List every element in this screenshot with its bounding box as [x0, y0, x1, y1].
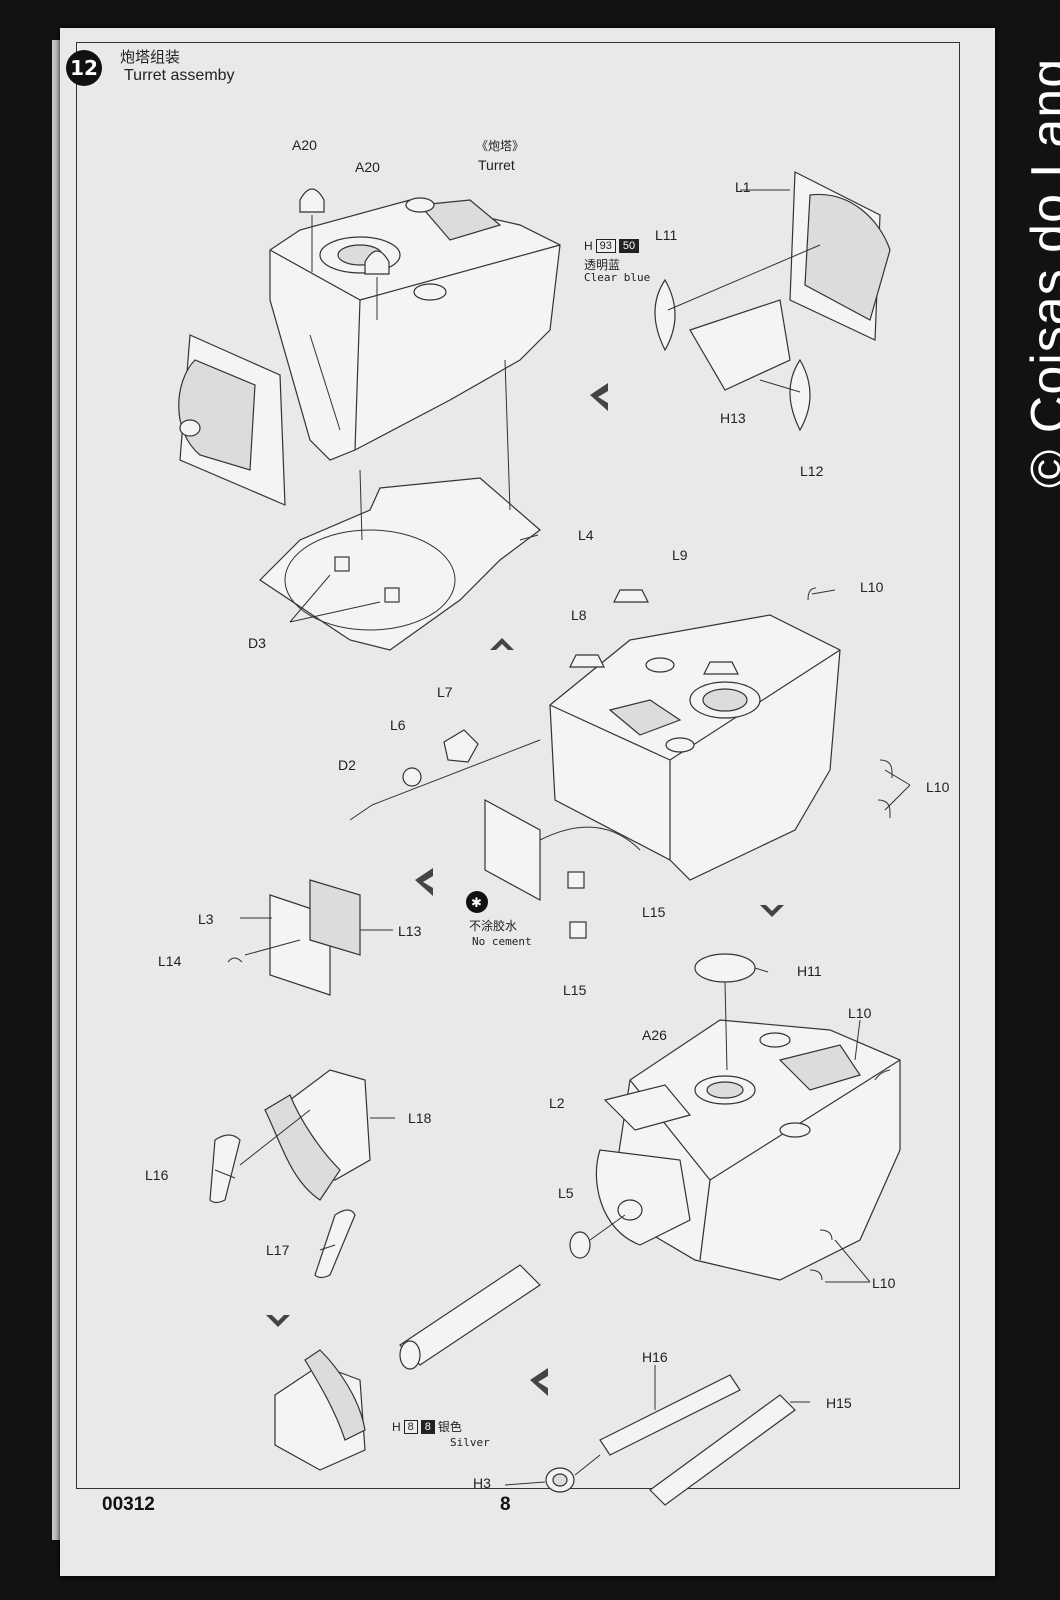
mantlet-assembly — [209, 1069, 541, 1471]
no-cement-en: No cement — [472, 935, 532, 948]
barrel-parts — [545, 1374, 796, 1506]
label-l3: L3 — [198, 911, 214, 927]
label-l12: L12 — [800, 463, 824, 479]
label-l10-mid: L10 — [848, 1005, 872, 1021]
label-h11: H11 — [797, 963, 822, 979]
no-cement-cn: 不涂胶水 — [469, 918, 517, 933]
label-a20-2: A20 — [355, 159, 380, 175]
step-title-cn: 炮塔组装 — [120, 48, 181, 66]
product-code: 00312 — [102, 1494, 155, 1515]
label-l18: L18 — [408, 1110, 432, 1126]
rear-hatch-assembly — [654, 171, 891, 432]
leader-lines — [214, 534, 911, 1486]
step-title-en: Turret assemby — [124, 67, 235, 84]
label-l14: L14 — [158, 953, 182, 969]
silver-en: Silver — [450, 1436, 490, 1449]
label-h13: H13 — [720, 410, 746, 426]
silver-paint-callout: H 8 8 银色 — [392, 1419, 462, 1434]
label-h16: H16 — [642, 1349, 668, 1365]
label-l10-right: L10 — [926, 779, 950, 795]
turret-upper-assembly — [178, 188, 561, 651]
clear-blue-cn: 透明蓝 — [584, 258, 621, 272]
label-l15-b: L15 — [563, 982, 587, 998]
label-d3: D3 — [248, 635, 266, 651]
label-l10-low: L10 — [872, 1275, 896, 1291]
label-l15-a: L15 — [642, 904, 666, 920]
label-l13: L13 — [398, 923, 422, 939]
page-frame — [76, 42, 960, 1489]
label-l2: L2 — [549, 1095, 565, 1111]
direction-arrows — [266, 383, 784, 1396]
turret-label-en: Turret — [478, 157, 515, 173]
step-number-badge: 12 — [66, 50, 102, 86]
part-labels: A20 A20 L1 L11 H13 L12 L4 D3 L9 L10 L8 L… — [145, 137, 950, 1491]
clear-blue-paint-callout: H 93 50 — [584, 239, 640, 253]
turret-middle-assembly: ✱ — [227, 587, 893, 996]
watermark-text: © Coisas do Lang — [1021, 57, 1060, 488]
label-l9: L9 — [672, 547, 688, 563]
turret-lower-assembly — [569, 953, 901, 1281]
label-l7: L7 — [437, 684, 453, 700]
page-number: 8 — [500, 1494, 511, 1515]
label-l10-top: L10 — [860, 579, 884, 595]
watermark: © Coisas do Lang — [958, 30, 1060, 490]
label-l17: L17 — [266, 1242, 290, 1258]
label-l16: L16 — [145, 1167, 169, 1183]
label-l6: L6 — [390, 717, 406, 733]
label-l1: L1 — [735, 179, 751, 195]
turret-label-cn: 《炮塔》 — [476, 139, 524, 153]
label-d2: D2 — [338, 757, 356, 773]
label-a26: A26 — [642, 1027, 667, 1043]
label-l11: L11 — [655, 227, 678, 243]
label-h15: H15 — [826, 1395, 852, 1411]
label-h3: H3 — [473, 1475, 491, 1491]
label-a20-1: A20 — [292, 137, 317, 153]
label-l4: L4 — [578, 527, 594, 543]
svg-text:✱: ✱ — [471, 896, 482, 911]
clear-blue-en: Clear blue — [584, 271, 651, 284]
label-l8: L8 — [571, 607, 587, 623]
label-l5: L5 — [558, 1185, 574, 1201]
